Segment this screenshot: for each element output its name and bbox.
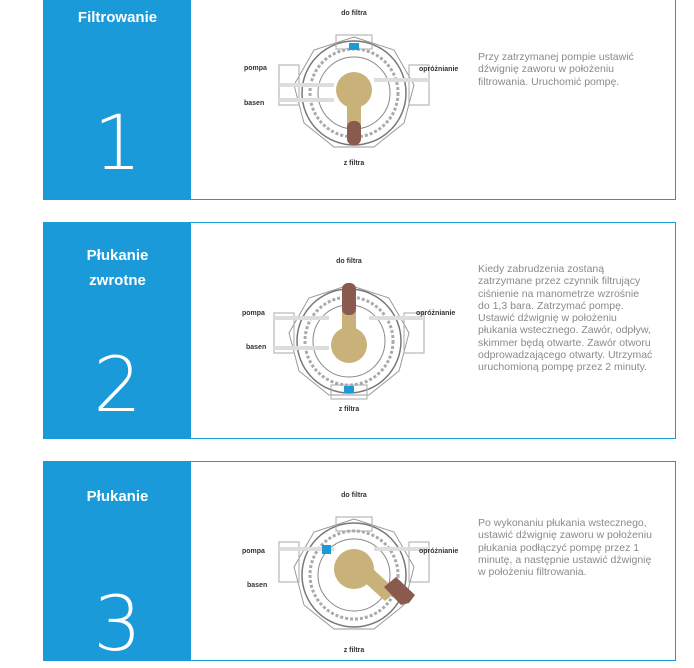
step-title: Filtrowanie <box>77 9 158 26</box>
label-from-filter: z filtra <box>344 160 365 167</box>
label-to-filter: do filtra <box>341 492 367 499</box>
step-sidebar: Filtrowanie 1 <box>44 0 191 199</box>
step-description: Przy zatrzymanej pompie ustawić dźwignię… <box>478 51 634 88</box>
label-pump: pompa <box>242 310 265 317</box>
label-to-filter: do filtra <box>336 258 362 265</box>
valve-diagram: do filtra pompa basen opróżnianie z filt… <box>242 258 455 413</box>
step-sidebar: Płukanie 3 <box>44 462 191 668</box>
step-description: Po wykonaniu płukania wstecznego, ustawi… <box>478 517 652 579</box>
label-pump: pompa <box>242 548 265 555</box>
port-indicator <box>349 43 359 50</box>
step-card-backwash: Płukanie zwrotne 2 do filtra pompa basen… <box>43 222 676 439</box>
label-pump: pompa <box>244 65 267 72</box>
step-number: 3 <box>93 579 142 668</box>
port-indicator <box>322 545 331 554</box>
step-sidebar: Płukanie zwrotne 2 <box>44 223 191 438</box>
label-from-filter: z filtra <box>339 406 360 413</box>
label-from-filter: z filtra <box>344 647 365 654</box>
port-indicator <box>344 386 354 393</box>
step-number: 1 <box>93 98 142 187</box>
label-pool: basen <box>247 582 267 589</box>
label-pool: basen <box>244 100 264 107</box>
label-drain: opróżnianie <box>419 66 458 73</box>
step-card-filtering: Filtrowanie 1 do filtra pompa basen opró… <box>43 0 676 200</box>
step-title: Płukanie zwrotne <box>86 247 149 289</box>
valve-diagram: do filtra pompa basen opróżnianie z filt… <box>242 492 458 654</box>
valve-diagram: do filtra pompa basen opróżnianie z filt… <box>244 10 458 167</box>
step-description: Kiedy zabrudzenia zostaną zatrzymane prz… <box>478 263 653 374</box>
lever-handle-icon <box>334 549 415 605</box>
label-drain: opróżnianie <box>416 310 455 317</box>
label-pool: basen <box>246 344 266 351</box>
label-to-filter: do filtra <box>341 10 367 17</box>
lever-handle-icon <box>331 283 367 363</box>
step-title: Płukanie <box>86 488 149 505</box>
step-number: 2 <box>93 340 142 429</box>
lever-handle-icon <box>336 72 372 145</box>
valve-housing-icon <box>278 516 430 630</box>
step-card-rinse: Płukanie 3 do filtra pompa basen opróżni… <box>43 461 676 668</box>
label-drain: opróżnianie <box>419 548 458 555</box>
